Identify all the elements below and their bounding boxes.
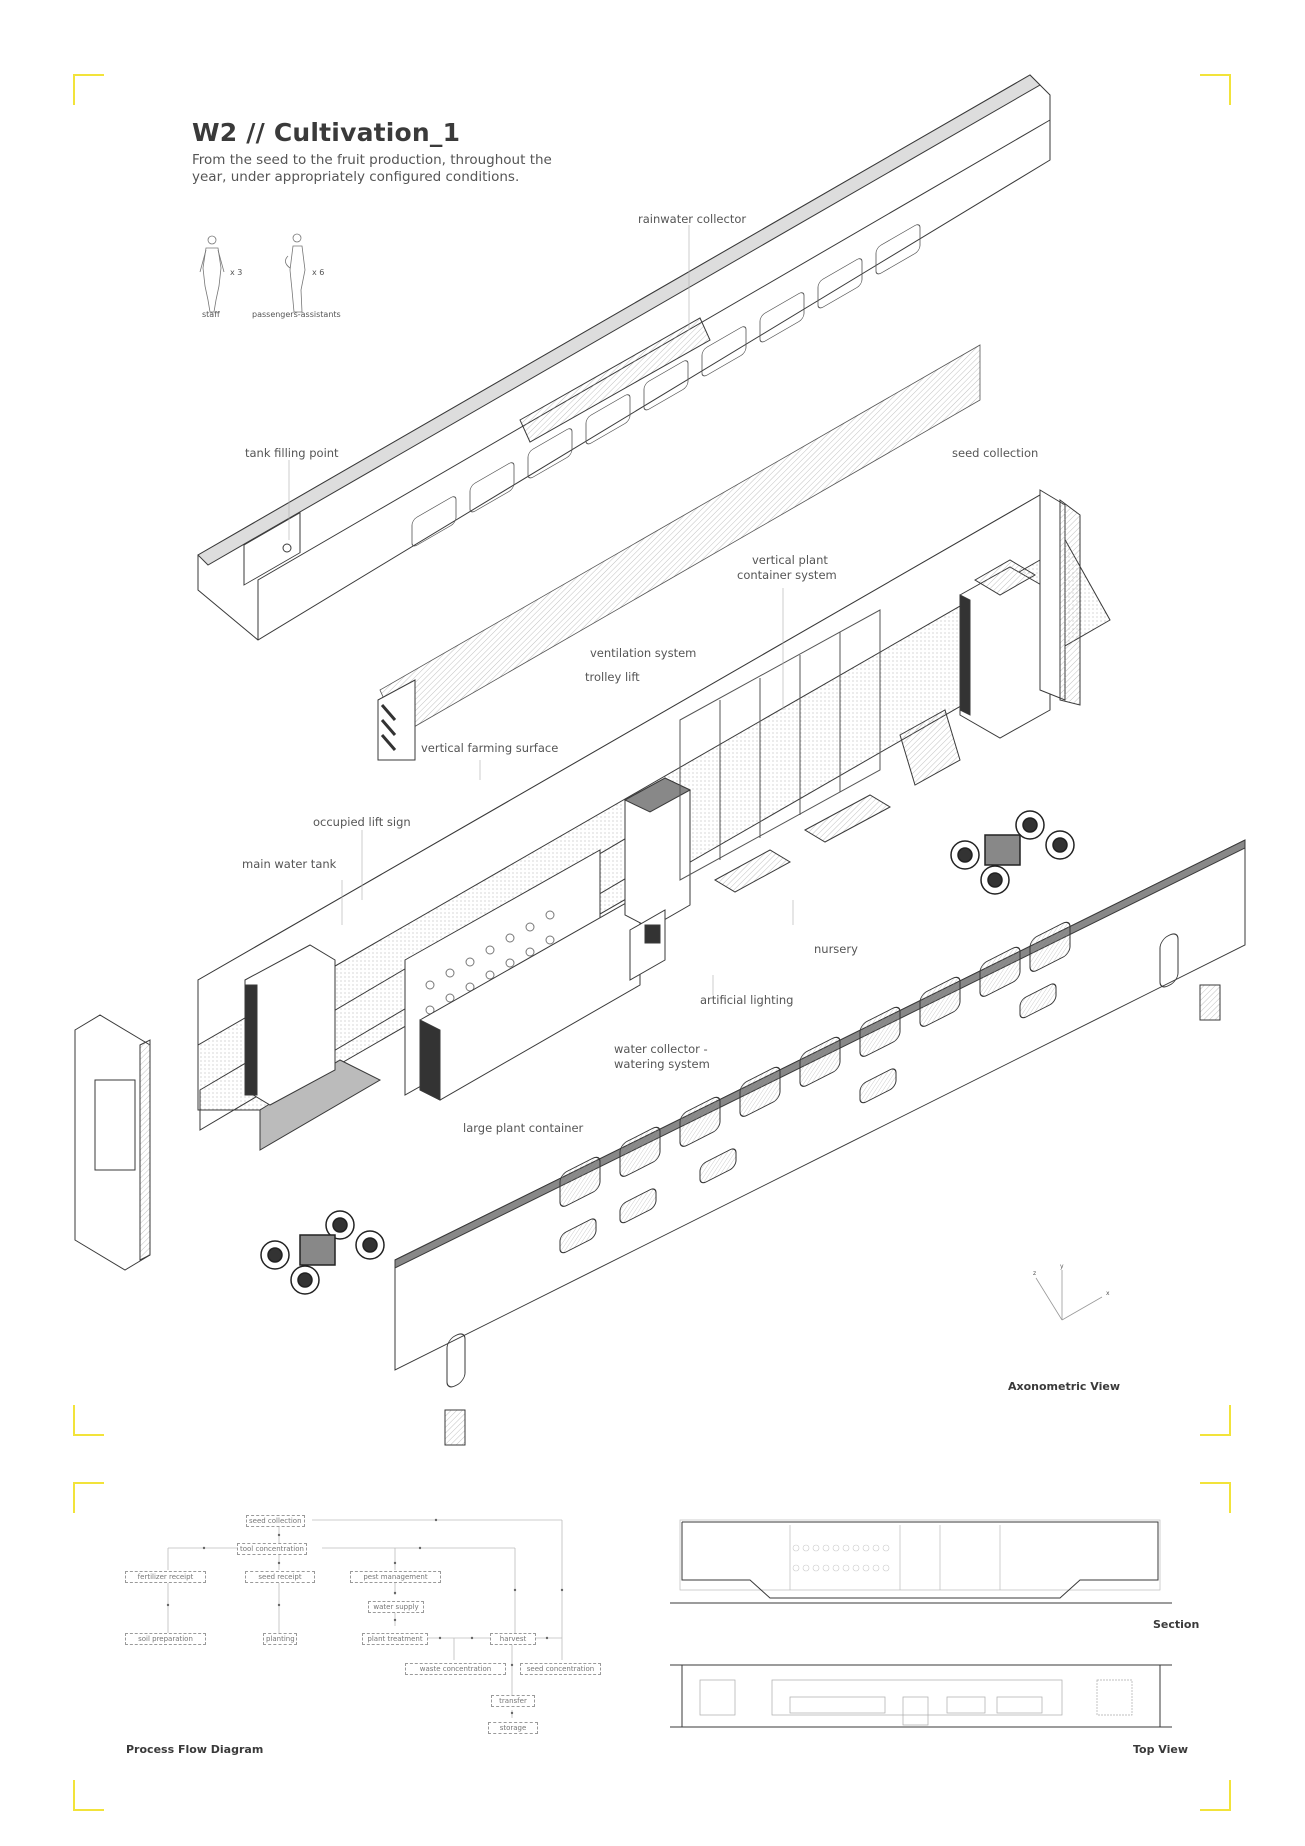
page-subtitle: From the seed to the fruit production, t… bbox=[192, 152, 552, 185]
roof-shell bbox=[197, 74, 1051, 641]
end-walls bbox=[74, 489, 1081, 1271]
axonometric-view-title: Axonometric View bbox=[1008, 1380, 1120, 1393]
leader-lines bbox=[288, 225, 794, 995]
flow-node-storage: storage bbox=[488, 1722, 538, 1734]
process-flow-title: Process Flow Diagram bbox=[126, 1743, 264, 1756]
axis-icon bbox=[1035, 1270, 1103, 1321]
section-title: Section bbox=[1153, 1618, 1200, 1631]
label-ventilation-system: ventilation system bbox=[590, 646, 697, 660]
axis-y: y bbox=[1060, 1263, 1064, 1270]
flow-node-pest-management: pest management bbox=[350, 1571, 441, 1583]
label-main-water-tank: main water tank bbox=[242, 857, 337, 871]
label-trolley-lift: trolley lift bbox=[585, 670, 640, 684]
flow-node-seed-receipt: seed receipt bbox=[245, 1571, 315, 1583]
axis-x: x bbox=[1106, 1290, 1110, 1297]
passenger-count: x 6 bbox=[312, 268, 325, 277]
label-vertical-plant-1: vertical plant bbox=[752, 553, 828, 567]
passenger-figure-icon bbox=[285, 233, 306, 313]
side-wall bbox=[394, 839, 1246, 1446]
label-occupied-lift-sign: occupied lift sign bbox=[313, 815, 411, 829]
bogie-rear bbox=[950, 810, 1075, 895]
label-water-collector-1: water collector - bbox=[614, 1042, 708, 1056]
flow-node-seed-collection: seed collection bbox=[246, 1515, 305, 1527]
label-artificial-lighting: artificial lighting bbox=[700, 993, 794, 1007]
flow-node-soil-preparation: soil preparation bbox=[125, 1633, 206, 1645]
flow-node-water-supply: water supply bbox=[368, 1601, 424, 1613]
interior-modules bbox=[244, 559, 1051, 1106]
flow-node-plant-treatment: plant treatment bbox=[362, 1633, 428, 1645]
flow-arrows bbox=[166, 1518, 564, 1715]
flow-node-fertilizer-receipt: fertilizer receipt bbox=[125, 1571, 206, 1583]
label-vertical-plant-2: container system bbox=[737, 568, 837, 582]
bogie-front bbox=[260, 1210, 385, 1295]
staff-figure-icon bbox=[199, 235, 225, 313]
label-rainwater-collector: rainwater collector bbox=[638, 212, 747, 226]
flow-node-transfer: transfer bbox=[491, 1695, 535, 1707]
stairs bbox=[380, 704, 397, 751]
flow-node-planting: planting bbox=[263, 1633, 297, 1645]
staff-count: x 3 bbox=[230, 268, 243, 277]
flow-node-harvest: harvest bbox=[490, 1633, 536, 1645]
label-water-collector-2: watering system bbox=[614, 1057, 710, 1071]
flow-node-seed-concentration: seed concentration bbox=[520, 1663, 601, 1675]
label-vertical-farming-surface: vertical farming surface bbox=[421, 741, 559, 755]
top-view-title: Top View bbox=[1133, 1743, 1189, 1756]
label-large-plant-container: large plant container bbox=[463, 1121, 584, 1135]
staff-label: staff bbox=[202, 310, 220, 319]
label-tank-filling-point: tank filling point bbox=[245, 446, 339, 460]
flow-node-waste-concentration: waste concentration bbox=[405, 1663, 506, 1675]
page-title: W2 // Cultivation_1 bbox=[192, 118, 461, 147]
passenger-label: passengers-assistants bbox=[252, 310, 341, 319]
axis-z: z bbox=[1033, 1270, 1037, 1277]
label-seed-collection: seed collection bbox=[952, 446, 1039, 460]
label-nursery: nursery bbox=[814, 942, 858, 956]
flow-node-tool-concentration: tool concentration bbox=[237, 1543, 307, 1555]
